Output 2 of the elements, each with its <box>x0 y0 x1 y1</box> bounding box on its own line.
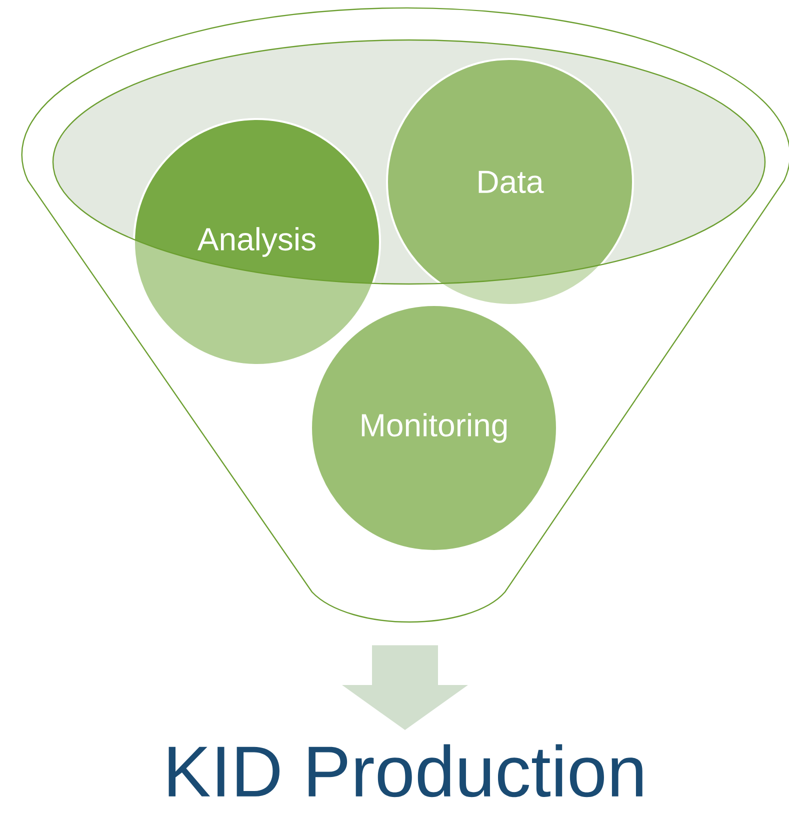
arrow <box>342 645 468 730</box>
result-title: KID Production <box>168 744 642 798</box>
